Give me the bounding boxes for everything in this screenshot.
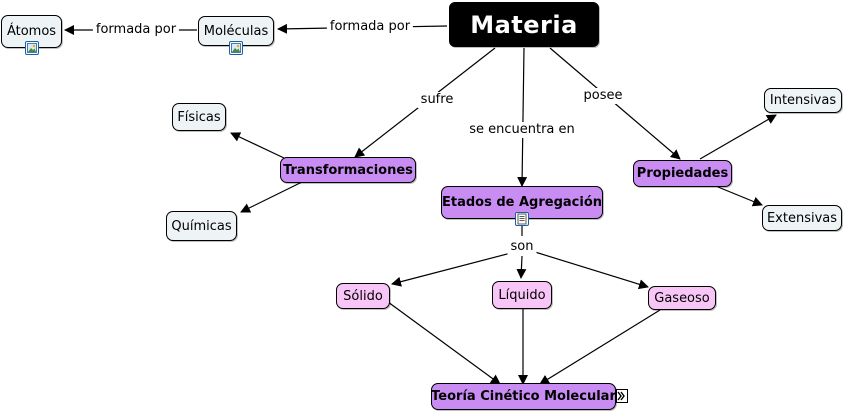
concept-label: Materia <box>470 10 578 39</box>
chevron-right-icon[interactable] <box>616 389 628 403</box>
edge-transformaciones-fisicas <box>230 132 285 159</box>
concept-label: Líquido <box>498 287 546 303</box>
concept-liquido[interactable]: Líquido <box>492 281 552 309</box>
edge-solido-teoria <box>387 301 501 385</box>
concept-solido[interactable]: Sólido <box>336 283 390 309</box>
concept-label: Transformaciones <box>283 162 413 178</box>
concept-label: Químicas <box>171 218 232 234</box>
concept-label: Gaseoso <box>654 290 710 306</box>
edge-son-liquido <box>516 255 527 279</box>
document-icon[interactable] <box>515 212 529 226</box>
edge-materia-etados <box>517 47 528 187</box>
link-label-formada-por: formada por <box>92 22 180 38</box>
image-icon[interactable] <box>25 41 39 55</box>
concept-label: Etados de Agregación <box>441 195 603 210</box>
edge-son-gaseoso <box>534 251 649 290</box>
concept-label: Propiedades <box>636 166 729 181</box>
link-label-son: son <box>507 239 537 255</box>
concept-label: Intensivas <box>769 93 837 108</box>
concept-teoria-cinetico-molecular[interactable]: Teoría Cinético Molecular <box>431 383 616 410</box>
link-label-formada-por: formada por <box>326 19 414 35</box>
concept-label: Físicas <box>177 109 221 125</box>
concept-fisicas[interactable]: Físicas <box>172 103 226 131</box>
concept-transformaciones[interactable]: Transformaciones <box>280 157 416 183</box>
link-label-se-encuentra-en: se encuentra en <box>466 122 578 138</box>
concept-materia[interactable]: Materia <box>449 2 599 47</box>
edge-gaseoso-teoria <box>539 309 661 385</box>
image-icon[interactable] <box>229 41 243 55</box>
edge-propiedades-extensivas <box>717 186 763 207</box>
concept-propiedades[interactable]: Propiedades <box>633 160 732 187</box>
concept-intensivas[interactable]: Intensivas <box>764 88 842 113</box>
edge-son-solido <box>391 252 512 287</box>
concept-label: Teoría Cinético Molecular <box>431 389 616 404</box>
concept-label: Moléculas <box>203 23 269 39</box>
concept-quimicas[interactable]: Químicas <box>166 211 237 241</box>
concept-extensivas[interactable]: Extensivas <box>762 205 842 231</box>
concept-label: Átomos <box>6 24 57 39</box>
edge-propiedades-intensivas <box>699 114 777 160</box>
concept-label: Sólido <box>343 288 383 304</box>
concept-label: Extensivas <box>766 210 838 226</box>
link-label-sufre: sufre <box>417 92 457 108</box>
link-label-posee: posee <box>580 88 626 104</box>
concept-gaseoso[interactable]: Gaseoso <box>648 286 716 310</box>
edge-transformaciones-quimicas <box>240 181 303 213</box>
